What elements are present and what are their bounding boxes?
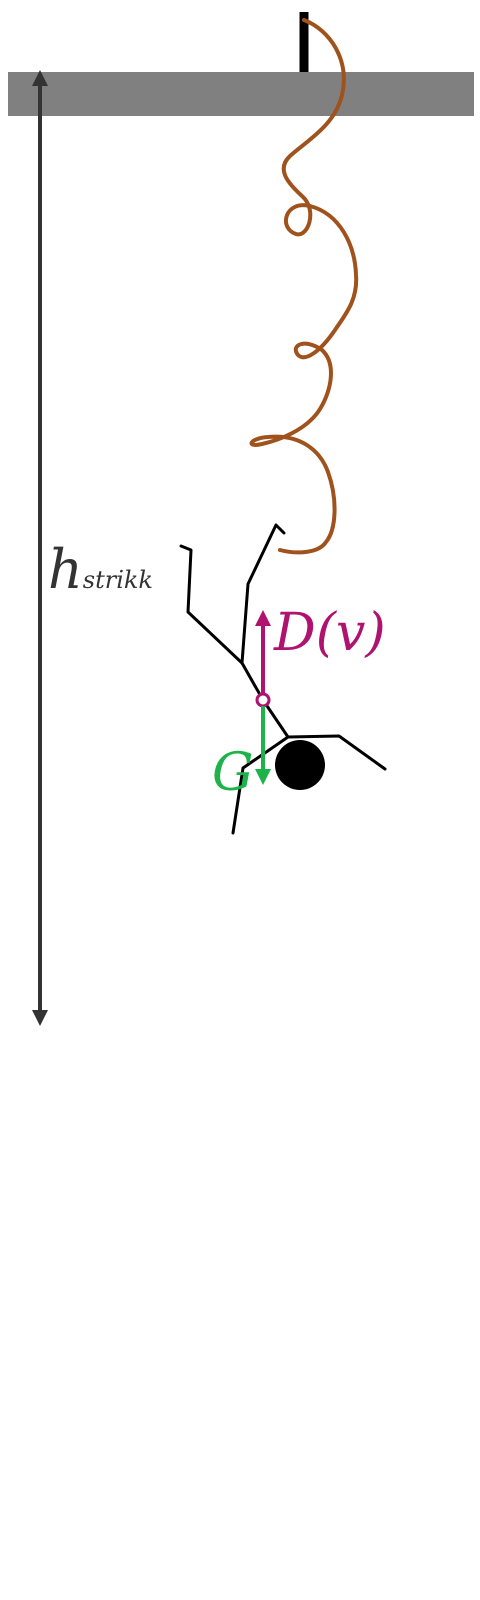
bungee-rope: [249, 18, 359, 555]
jumper-arm-left: [231, 735, 290, 835]
drag-force-label: D(v): [273, 603, 386, 663]
jumper-head: [275, 740, 325, 790]
center-of-mass-point: [255, 692, 271, 708]
jumper-leg-right: [179, 544, 244, 665]
height-label-subscript: strikk: [83, 566, 153, 594]
jump-platform: [8, 72, 474, 116]
jumper-leg-left: [240, 523, 286, 665]
height-label: hstrikk: [48, 538, 153, 601]
gravity-label: G: [212, 743, 254, 803]
jumper-arm-right: [286, 734, 387, 771]
height-label-main: h: [48, 538, 83, 601]
